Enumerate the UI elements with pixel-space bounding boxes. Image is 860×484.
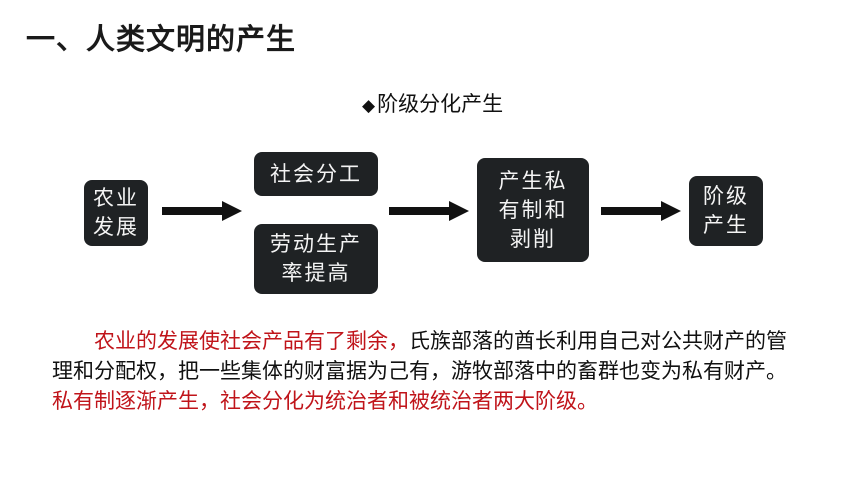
page-title: 一、人类文明的产生 (26, 22, 297, 56)
box-social-division-label: 社会分工 (270, 161, 362, 186)
box-agriculture: 农业 发展 (84, 180, 148, 246)
arrow-2 (389, 201, 469, 221)
box-agriculture-label: 农业 发展 (93, 186, 139, 239)
paragraph-indent (52, 329, 94, 353)
diamond-bullet-icon: ◆ (362, 96, 376, 116)
box-social-division: 社会分工 (254, 152, 378, 196)
box-private-ownership: 产生私 有制和 剥削 (477, 158, 589, 262)
box-class-label: 阶级 产生 (703, 184, 749, 237)
body-paragraph: 农业的发展使社会产品有了剩余，氏族部落的酋长利用自己对公共财产的管理和分配权，把… (52, 326, 792, 416)
box-productivity: 劳动生产 率提高 (254, 224, 378, 294)
paragraph-highlight-2: 私有制逐渐产生，社会分化为统治者和被统治者两大阶级。 (52, 389, 598, 413)
paragraph-body: 氏族部落的酋长利用自己对公共财产的管理和分配权，把一些集体的财富据为己有，游牧部… (52, 329, 787, 383)
section-subtitle: ◆阶级分化产生 (362, 88, 503, 118)
box-private-ownership-label: 产生私 有制和 剥削 (498, 168, 568, 251)
arrow-3 (601, 201, 681, 221)
box-class: 阶级 产生 (689, 176, 763, 246)
box-productivity-label: 劳动生产 率提高 (270, 232, 362, 285)
paragraph-highlight-1: 农业的发展使社会产品有了剩余， (94, 329, 409, 353)
arrow-1 (162, 201, 242, 221)
subtitle-text: 阶级分化产生 (377, 92, 504, 116)
